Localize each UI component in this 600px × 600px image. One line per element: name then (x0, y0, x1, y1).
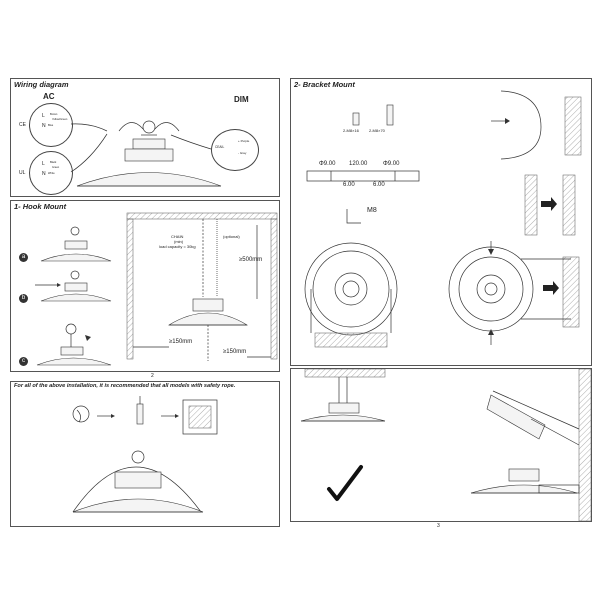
ul-n-label: N (42, 171, 46, 177)
chain-sub-label: (min) (174, 239, 184, 244)
dim-d1-label: Φ9.00 (319, 161, 336, 167)
step-a-label: a (21, 254, 26, 260)
dim-wiring-circle: CEAIL + Purple - Gray (211, 129, 259, 171)
page-number-right: 3 (437, 523, 440, 529)
page-number-left: 2 (151, 373, 154, 379)
dim-span-label: 120.00 (349, 161, 368, 167)
step-a-badge: a (19, 253, 28, 262)
safety-rope-note: For all of the above installation, it is… (14, 383, 236, 389)
ce-l-label: L (42, 113, 45, 119)
step-c-label: c (22, 358, 25, 364)
wiring-diagram-title: Wiring diagram (14, 80, 69, 89)
dim-wire-gray: - Gray (238, 151, 247, 155)
ul-wire-3: White (48, 172, 55, 175)
wiring-diagram-panel: Wiring diagram AC DIM CE UL L Brown Yell… (10, 78, 280, 197)
step-b-badge: b (19, 294, 28, 303)
optional-label: (optional) (223, 234, 240, 239)
dim-d2-label: Φ9.00 (383, 161, 400, 167)
installation-view-drawing (300, 368, 592, 522)
screw-2-label: 2-M8×70 (369, 128, 385, 133)
safety-rope-drawing (72, 396, 218, 513)
dim-500-label: ≥500mm (239, 257, 263, 263)
hook-mount-title: 1- Hook Mount (14, 202, 67, 211)
ul-wiring-circle: L Black Green N White (29, 151, 73, 195)
dim-150b-label: ≥150mm (223, 349, 247, 355)
bracket-mount-title: 2- Bracket Mount (294, 80, 355, 89)
m8-label: M8 (367, 207, 377, 214)
safety-rope-panel: For all of the above installation, it is… (10, 381, 280, 527)
dim-label: DIM (234, 95, 249, 104)
ce-n-label: N (42, 123, 46, 129)
ce-wire-2: Yellow/Green (52, 118, 68, 121)
dim-w2-label: 6.00 (373, 182, 385, 188)
step-b-label: b (21, 295, 26, 301)
ul-wire-2: Green (52, 166, 60, 169)
checkmark-icon (327, 465, 363, 501)
ul-label: UL (19, 170, 26, 176)
ce-wire-1: Brown (50, 113, 58, 116)
lamp-step-c (36, 323, 112, 366)
chain-label: CHAIN (171, 234, 184, 239)
load-capacity-label: load capacity = 30kg (159, 244, 196, 249)
ce-label: CE (19, 122, 26, 128)
ce-wiring-circle: L Brown Yellow/Green N Blue (29, 103, 73, 147)
ul-wire-1: Black (50, 161, 57, 164)
bracket-mount-panel: 2- Bracket Mount 2-M8×16 2-M8×70 Φ9.00 1… (290, 78, 592, 366)
bracket-mount-drawing (304, 90, 582, 348)
dim-w1-label: 6.00 (343, 182, 355, 188)
step-c-badge: c (19, 357, 28, 366)
installation-view-panel: 3 (290, 368, 592, 529)
wiring-lamp-drawing (70, 120, 222, 187)
ce-wire-3: Blue (48, 124, 54, 127)
screw-1-label: 2-M8×16 (343, 128, 359, 133)
dim-150a-label: ≥150mm (169, 339, 193, 345)
dim-wire-purple: + Purple (238, 139, 250, 143)
ac-label: AC (43, 92, 55, 101)
dim-cable-label: CEAIL (215, 145, 225, 149)
ul-l-label: L (42, 161, 45, 167)
lamp-step-a (40, 226, 112, 262)
hook-mount-drawing (35, 212, 278, 366)
lamp-step-b (35, 270, 112, 302)
hook-mount-panel: 1- Hook Mount a b c CHAIN (min) load cap… (10, 200, 280, 379)
